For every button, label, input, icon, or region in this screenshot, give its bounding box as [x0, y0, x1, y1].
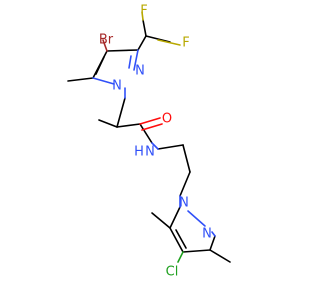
atom-label-bromine: Br: [99, 33, 114, 48]
bond: [179, 171, 191, 197]
molecule-structure: Br F F N N O N H N N Cl: [67, 4, 231, 280]
bond: [128, 55, 132, 69]
bonds: [67, 19, 231, 263]
bond: [67, 77, 94, 82]
bond: [157, 39, 181, 46]
bond: [157, 144, 184, 150]
bond: [151, 142, 159, 150]
bond: [137, 35, 147, 51]
atom-label-nitrogen: N: [179, 196, 189, 211]
atom-label-oxygen: O: [162, 112, 172, 127]
bond: [211, 231, 216, 237]
bond: [177, 251, 184, 263]
atom-label-nitrogen: N: [135, 64, 145, 79]
bond: [169, 227, 184, 253]
hetero-bonds: [92, 11, 216, 263]
bond: [116, 97, 126, 128]
bond: [175, 229, 187, 249]
bond: [182, 249, 211, 253]
bond: [92, 77, 115, 85]
atom-label-hydrogen: H: [134, 145, 144, 160]
atom-label-nitrogen: N: [145, 145, 155, 160]
bond: [141, 11, 144, 21]
bond: [139, 123, 153, 144]
bond: [151, 212, 171, 229]
bond: [141, 123, 163, 131]
bond: [133, 49, 139, 71]
atom-label-nitrogen: N: [202, 227, 212, 242]
bond: [139, 117, 161, 125]
bond: [98, 119, 118, 128]
atom-label-fluorine: F: [140, 4, 147, 19]
bond: [187, 210, 206, 227]
bond: [102, 39, 108, 52]
bond: [182, 144, 191, 173]
bond: [209, 235, 216, 251]
bond: [106, 49, 139, 52]
atom-label-chlorine: Cl: [166, 265, 179, 280]
bond: [209, 249, 231, 263]
atom-label-fluorine: F: [182, 36, 189, 51]
atom-label-nitrogen: N: [112, 79, 122, 94]
bond: [169, 206, 181, 229]
bond: [142, 19, 147, 37]
bond: [116, 123, 141, 128]
bond: [95, 56, 105, 75]
atom-labels: Br F F N N O N H N N Cl: [99, 4, 212, 280]
